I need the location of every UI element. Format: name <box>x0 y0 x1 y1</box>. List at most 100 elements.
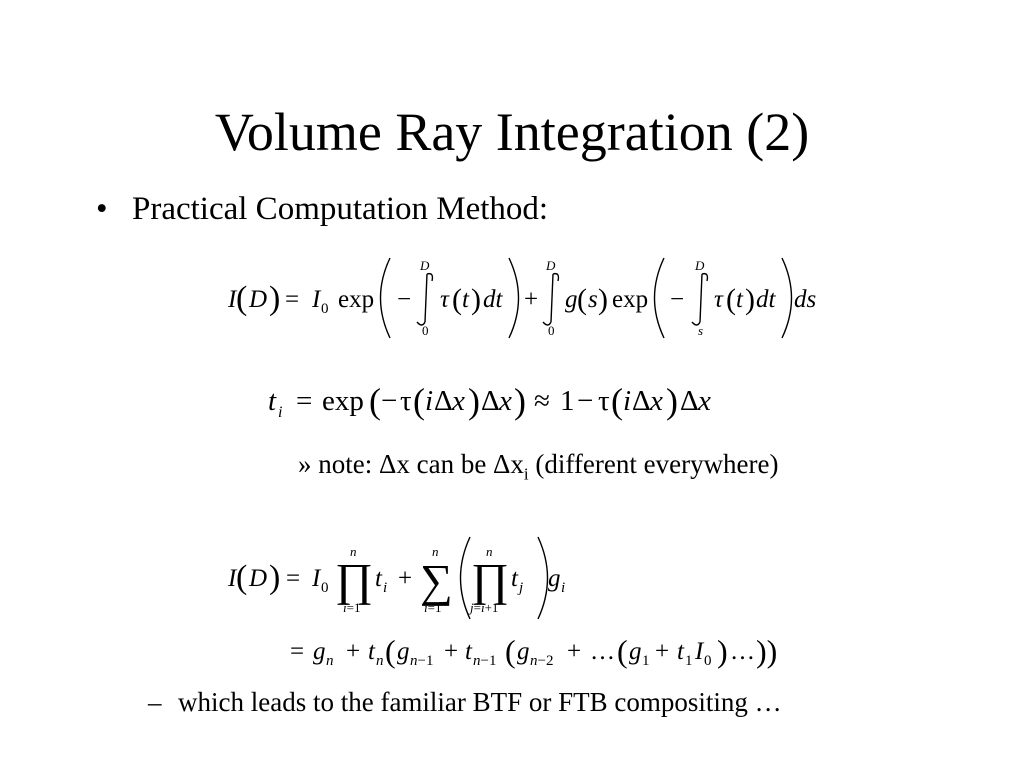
bullet-text: Practical Computation Method: <box>132 191 549 227</box>
svg-text:=: = <box>286 565 300 592</box>
sub-bullet-text: which leads to the familiar BTF or FTB c… <box>178 687 782 717</box>
svg-text:(: ( <box>369 381 381 421</box>
svg-text:i=1: i=1 <box>424 600 441 615</box>
slide-title: Volume Ray Integration (2) <box>214 102 810 162</box>
svg-text:g: g <box>565 286 578 313</box>
svg-text:n−1: n−1 <box>410 653 433 669</box>
svg-text:−: − <box>577 385 593 417</box>
svg-text:x: x <box>649 385 663 417</box>
svg-text:≈: ≈ <box>534 385 550 417</box>
svg-text:j: j <box>517 580 523 596</box>
svg-text:t: t <box>375 565 383 592</box>
svg-text:Δ: Δ <box>680 385 699 417</box>
svg-text:s: s <box>698 323 703 338</box>
svg-text:I: I <box>311 286 322 313</box>
svg-text:−: − <box>397 286 411 313</box>
svg-text:…: … <box>590 638 615 665</box>
svg-text:n: n <box>376 653 384 669</box>
svg-text:exp: exp <box>338 286 374 313</box>
bullet-practical-computation: • Practical Computation Method: <box>96 190 548 230</box>
svg-text:(: ( <box>236 280 247 317</box>
svg-text:t: t <box>462 286 470 313</box>
svg-text:(: ( <box>617 633 628 669</box>
svg-text:): ) <box>666 381 678 421</box>
svg-text:1: 1 <box>642 653 650 669</box>
svg-text:dt: dt <box>756 286 777 313</box>
svg-text:+: + <box>444 638 458 665</box>
svg-text:): ) <box>745 283 755 316</box>
svg-text:g: g <box>313 638 326 665</box>
svg-text:D: D <box>545 258 556 273</box>
svg-text:(: ( <box>505 633 516 669</box>
svg-text:n: n <box>432 544 439 559</box>
svg-text:): ) <box>514 381 526 421</box>
svg-text:+: + <box>524 286 538 313</box>
svg-text:−: − <box>670 286 684 313</box>
svg-text:0: 0 <box>321 580 329 596</box>
svg-text:dt: dt <box>483 286 504 313</box>
svg-text:τ: τ <box>598 385 610 417</box>
svg-text:t: t <box>511 565 519 592</box>
svg-text:1: 1 <box>685 653 693 669</box>
svg-text:t: t <box>465 638 473 665</box>
svg-text:g: g <box>629 638 642 665</box>
svg-text:t: t <box>677 638 685 665</box>
svg-text:=: = <box>290 638 304 665</box>
svg-text:n: n <box>350 544 357 559</box>
svg-text:I: I <box>227 565 238 592</box>
svg-text:=: = <box>285 286 299 313</box>
svg-text:i=1: i=1 <box>343 600 360 615</box>
svg-text:I: I <box>227 286 238 313</box>
svg-text:∑: ∑ <box>420 555 453 606</box>
svg-text:): ) <box>471 283 481 316</box>
svg-text:…: … <box>730 638 755 665</box>
svg-text:D: D <box>248 286 267 313</box>
note-prefix: note: Δx can be Δx <box>318 449 524 479</box>
bullet-marker: • <box>96 191 108 227</box>
svg-text:τ: τ <box>400 385 412 417</box>
svg-text:x: x <box>697 385 711 417</box>
sub-bullet-compositing: –which leads to the familiar BTF or FTB … <box>148 686 782 718</box>
svg-text:Δ: Δ <box>481 385 500 417</box>
svg-text:τ: τ <box>714 286 724 313</box>
svg-text:(: ( <box>452 283 462 316</box>
svg-text:=: = <box>296 385 312 417</box>
svg-text:i: i <box>425 385 433 417</box>
svg-text:τ: τ <box>440 286 450 313</box>
svg-text:Δ: Δ <box>434 385 453 417</box>
svg-text:+: + <box>346 638 360 665</box>
sub-bullet-marker: – <box>148 687 162 717</box>
svg-text:D: D <box>419 258 430 273</box>
svg-text:+: + <box>655 638 669 665</box>
svg-text:n: n <box>326 653 334 669</box>
svg-text:∏: ∏ <box>471 554 509 605</box>
svg-text:s: s <box>588 286 598 313</box>
svg-text:): ) <box>598 283 608 316</box>
svg-text:(: ( <box>726 283 736 316</box>
svg-text:exp: exp <box>612 286 648 313</box>
svg-text:0: 0 <box>548 323 555 338</box>
svg-text:t: t <box>268 385 277 417</box>
svg-text:g: g <box>397 638 410 665</box>
svg-text:j=i+1: j=i+1 <box>468 600 498 615</box>
svg-text:n−2: n−2 <box>530 653 553 669</box>
svg-text:ds: ds <box>794 286 816 313</box>
svg-text:i: i <box>278 404 282 421</box>
note-subscript: i <box>523 464 529 484</box>
svg-text:Δ: Δ <box>632 385 651 417</box>
svg-text:x: x <box>498 385 512 417</box>
svg-text:I: I <box>694 638 705 665</box>
svg-text:I: I <box>311 565 322 592</box>
svg-text:0: 0 <box>704 653 712 669</box>
svg-text:i: i <box>561 580 565 596</box>
svg-text:): ) <box>717 633 728 669</box>
svg-text:0: 0 <box>321 301 329 317</box>
svg-text:−: − <box>381 385 397 417</box>
note-delta-x: » note: Δx can be Δxi (different everywh… <box>298 448 779 485</box>
svg-text:D: D <box>694 258 705 273</box>
svg-text:(: ( <box>413 381 425 421</box>
